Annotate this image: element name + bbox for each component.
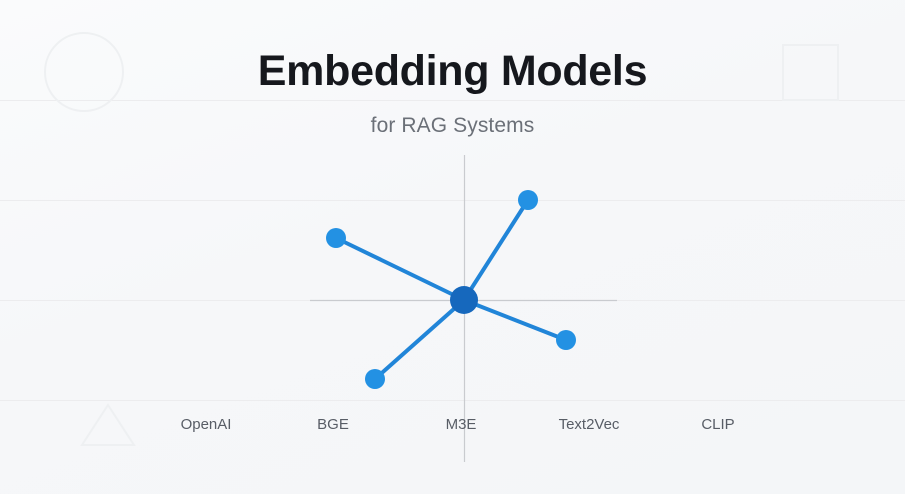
title-block: Embedding Models for RAG Systems xyxy=(0,46,905,138)
page-subtitle: for RAG Systems xyxy=(370,113,535,137)
edge-m3e-clip xyxy=(462,298,568,342)
triangle-outline xyxy=(80,403,136,446)
edge-m3e-text2vec xyxy=(462,198,530,302)
node-text2vec[interactable] xyxy=(518,190,538,210)
category-label-m3e: M3E xyxy=(445,416,477,433)
category-label-openai: OpenAI xyxy=(180,416,232,433)
node-openai[interactable] xyxy=(365,369,385,389)
circle-outline xyxy=(44,32,124,112)
node-clip[interactable] xyxy=(556,330,576,350)
category-label-clip: CLIP xyxy=(701,416,735,433)
page-title: Embedding Models xyxy=(257,47,648,95)
nodes-group xyxy=(326,190,576,389)
links-group xyxy=(334,198,568,381)
edge-m3e-openai xyxy=(373,298,466,381)
decorative-shapes-group xyxy=(44,32,839,446)
category-label-text2vec: Text2Vec xyxy=(558,416,620,433)
edge-m3e-bge xyxy=(334,236,466,302)
category-label-bge: BGE xyxy=(317,416,349,433)
hub-node-m3e[interactable] xyxy=(450,286,478,314)
square-outline xyxy=(782,44,839,101)
node-bge[interactable] xyxy=(326,228,346,248)
